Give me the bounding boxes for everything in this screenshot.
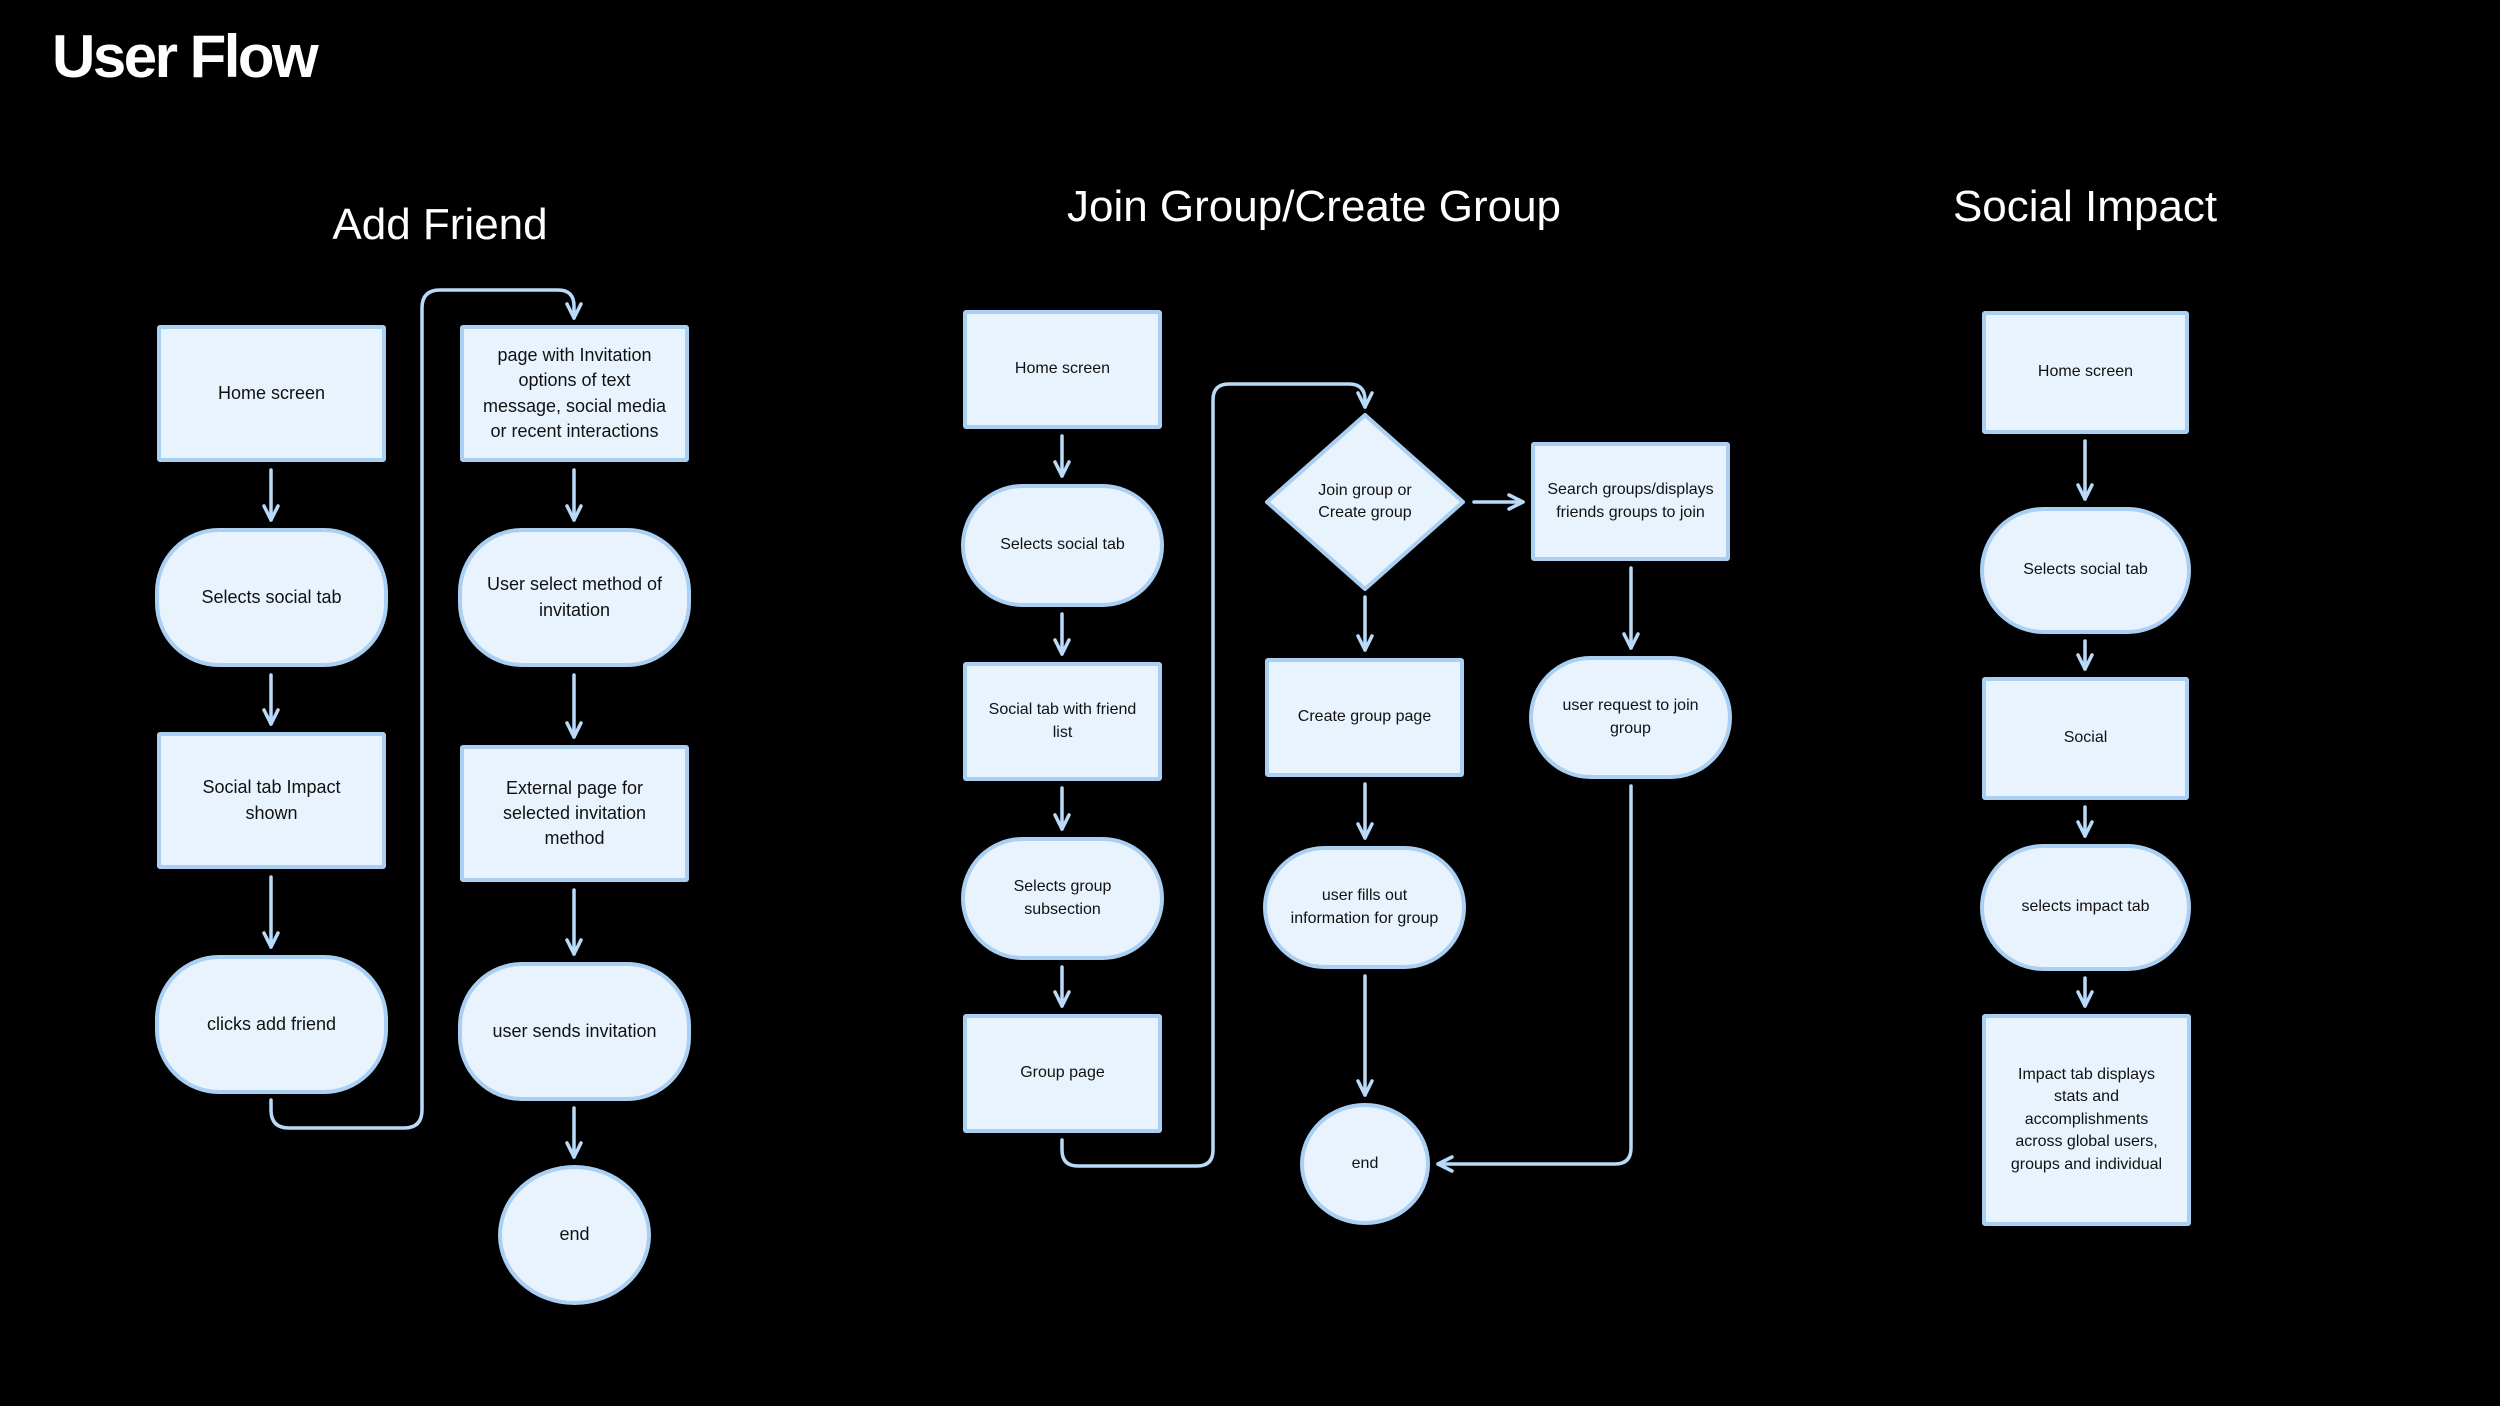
node-label: Home screen: [2037, 363, 2134, 381]
node-label: Social tab with friend list: [988, 701, 1137, 741]
node-impact-displays: Impact tab displays stats and accomplish…: [1982, 1014, 2191, 1226]
node-end-join-group: end: [1300, 1103, 1430, 1225]
node-label: Home screen: [1014, 360, 1111, 378]
node-label: clicks add friend: [206, 1013, 337, 1034]
node-social: Social: [1982, 677, 2189, 800]
node-search-groups: Search groups/displays friends groups to…: [1531, 442, 1730, 561]
node-sends-invitation: user sends invitation: [458, 962, 691, 1101]
node-label: Selects social tab: [201, 586, 342, 607]
node-friend-list: Social tab with friend list: [963, 662, 1162, 781]
node-selects-social-tab: Selects social tab: [1980, 507, 2191, 634]
node-invitation-options-page: page with Invitation options of text mes…: [460, 325, 689, 462]
node-label: Selects social tab: [2023, 561, 2148, 579]
node-label: end: [559, 1224, 590, 1245]
node-external-page: External page for selected invitation me…: [460, 745, 689, 882]
node-home-screen: Home screen: [1982, 311, 2189, 434]
node-label: External page for selected invitation me…: [502, 777, 647, 849]
section-title-add-friend: Add Friend: [332, 200, 548, 249]
node-home-screen: Home screen: [157, 325, 386, 462]
node-selects-social-tab: Selects social tab: [155, 528, 388, 667]
page-title: User Flow: [52, 23, 319, 90]
node-fills-info: user fills out information for group: [1263, 846, 1466, 969]
node-label: Social: [2063, 729, 2108, 747]
node-impact-shown: Social tab Impact shown: [157, 732, 386, 869]
node-request-join: user request to join group: [1529, 656, 1732, 779]
node-label: Home screen: [217, 382, 326, 403]
node-selects-impact-tab: selects impact tab: [1980, 844, 2191, 971]
node-label: Social tab Impact shown: [202, 777, 341, 823]
node-end-add-friend: end: [498, 1165, 651, 1305]
node-label: Group page: [1020, 1064, 1105, 1082]
node-create-group-page: Create group page: [1265, 658, 1464, 777]
node-label: user sends invitation: [492, 1020, 657, 1041]
connector-arrow: [1060, 382, 1374, 1168]
node-home-screen: Home screen: [963, 310, 1162, 429]
node-select-invitation-method: User select method of invitation: [458, 528, 691, 667]
connector-arrow: [269, 288, 583, 1130]
node-label: page with Invitation options of text mes…: [482, 345, 667, 441]
connector-arrow: [1436, 784, 1633, 1173]
node-label: User select method of invitation: [486, 574, 663, 620]
node-label: user fills out information for group: [1290, 887, 1439, 927]
node-group-subsection: Selects group subsection: [961, 837, 1164, 960]
node-selects-social-tab: Selects social tab: [961, 484, 1164, 607]
node-label: Selects group subsection: [1013, 878, 1112, 918]
node-group-page: Group page: [963, 1014, 1162, 1133]
node-clicks-add-friend: clicks add friend: [155, 955, 388, 1094]
node-label: Create group page: [1297, 708, 1432, 726]
node-label: end: [1351, 1154, 1379, 1172]
section-title-social-impact: Social Impact: [1952, 182, 2218, 231]
node-label: Join group or Create group: [1318, 481, 1412, 521]
node-label: selects impact tab: [2021, 898, 2150, 916]
node-label: Search groups/displays friends groups to…: [1547, 481, 1714, 521]
node-label: Selects social tab: [1000, 536, 1125, 554]
node-label: Impact tab displays stats and accomplish…: [2010, 1066, 2163, 1173]
decision-label: Join group or Create group: [1305, 455, 1425, 549]
node-label: user request to join group: [1562, 697, 1699, 737]
section-title-join-group: Join Group/Create Group: [1066, 182, 1562, 231]
